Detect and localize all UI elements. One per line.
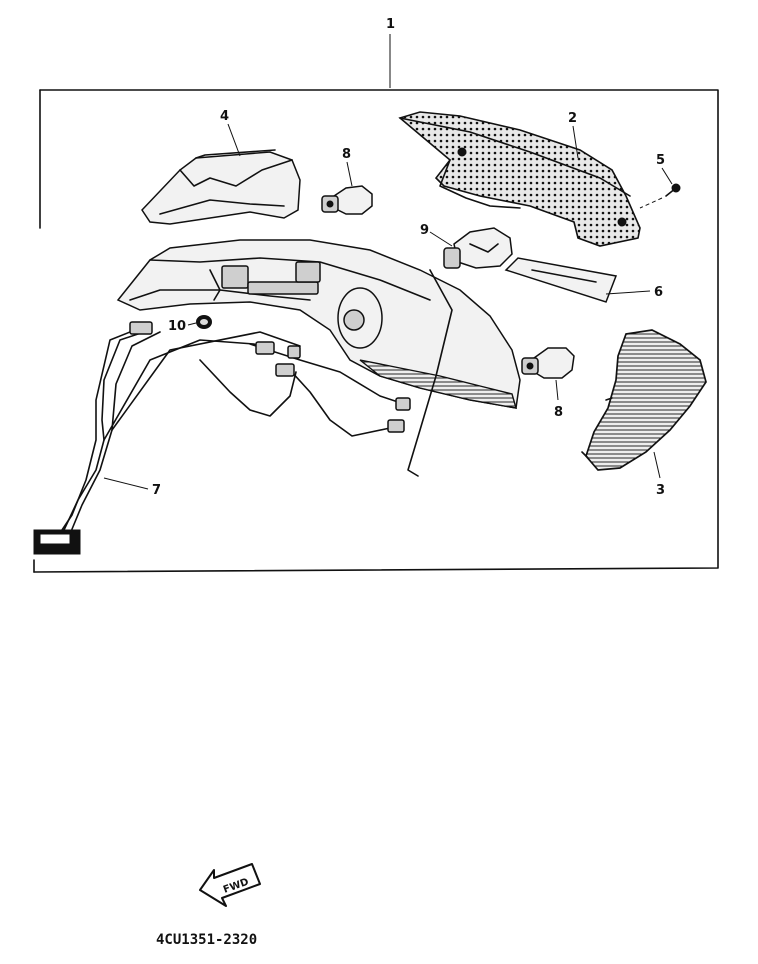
- part-4-upper-cover: [141, 149, 301, 225]
- part-7-wire-harness: [33, 321, 411, 555]
- callout-8-lower: 8: [554, 379, 563, 420]
- svg-text:3: 3: [656, 483, 665, 498]
- part-8-bulb-upper: [321, 185, 373, 215]
- callout-10: 10: [168, 319, 197, 334]
- part-2-top-lens: [398, 111, 641, 247]
- svg-text:7: 7: [152, 483, 161, 498]
- part-5-screw: [639, 183, 681, 209]
- callout-8-upper: 8: [342, 147, 353, 187]
- svg-text:8: 8: [554, 405, 563, 420]
- callout-6: 6: [605, 285, 663, 300]
- callout-3: 3: [653, 451, 665, 498]
- svg-text:6: 6: [654, 285, 663, 300]
- svg-text:9: 9: [420, 223, 429, 238]
- part-8-bulb-lower: [521, 347, 575, 379]
- callout-2: 2: [568, 111, 579, 159]
- svg-text:2: 2: [568, 111, 577, 126]
- fwd-arrow-icon: FWD: [199, 863, 261, 907]
- part-10-grommet: [196, 315, 212, 329]
- part-3-side-lens: [581, 329, 707, 471]
- svg-text:4: 4: [220, 109, 229, 124]
- part-9-bulb: [443, 227, 513, 269]
- callout-4: 4: [220, 109, 241, 157]
- svg-text:1: 1: [386, 17, 395, 32]
- part-6-gasket: [504, 257, 618, 303]
- svg-text:5: 5: [656, 153, 665, 168]
- callout-9: 9: [420, 223, 453, 247]
- svg-text:8: 8: [342, 147, 351, 162]
- svg-text:10: 10: [168, 319, 186, 334]
- callout-5: 5: [656, 153, 673, 185]
- callout-7: 7: [103, 477, 161, 498]
- main-housing: [116, 239, 521, 477]
- assembly-frame: [33, 89, 719, 573]
- diagram-code: 4CU1351-2320: [156, 932, 257, 948]
- callout-1: 1: [386, 17, 395, 88]
